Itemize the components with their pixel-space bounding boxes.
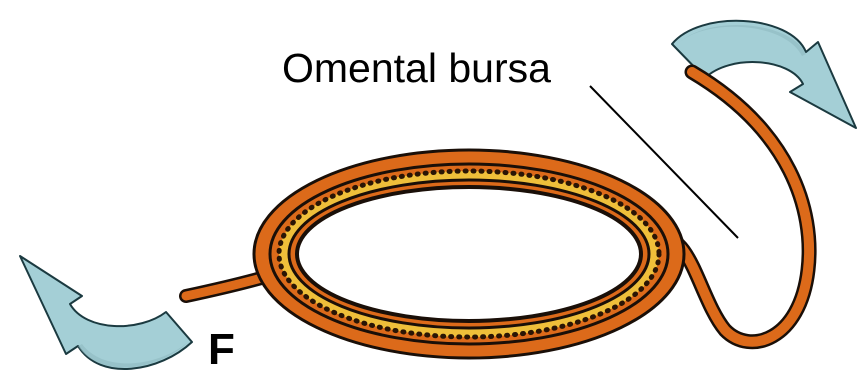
mesogastrium-loop	[660, 72, 809, 342]
f-label: F	[208, 325, 235, 374]
omental-bursa-label: Omental bursa	[282, 45, 551, 91]
curved-arrow-bottom-left-icon	[20, 256, 192, 369]
stomach-wall	[254, 150, 684, 358]
